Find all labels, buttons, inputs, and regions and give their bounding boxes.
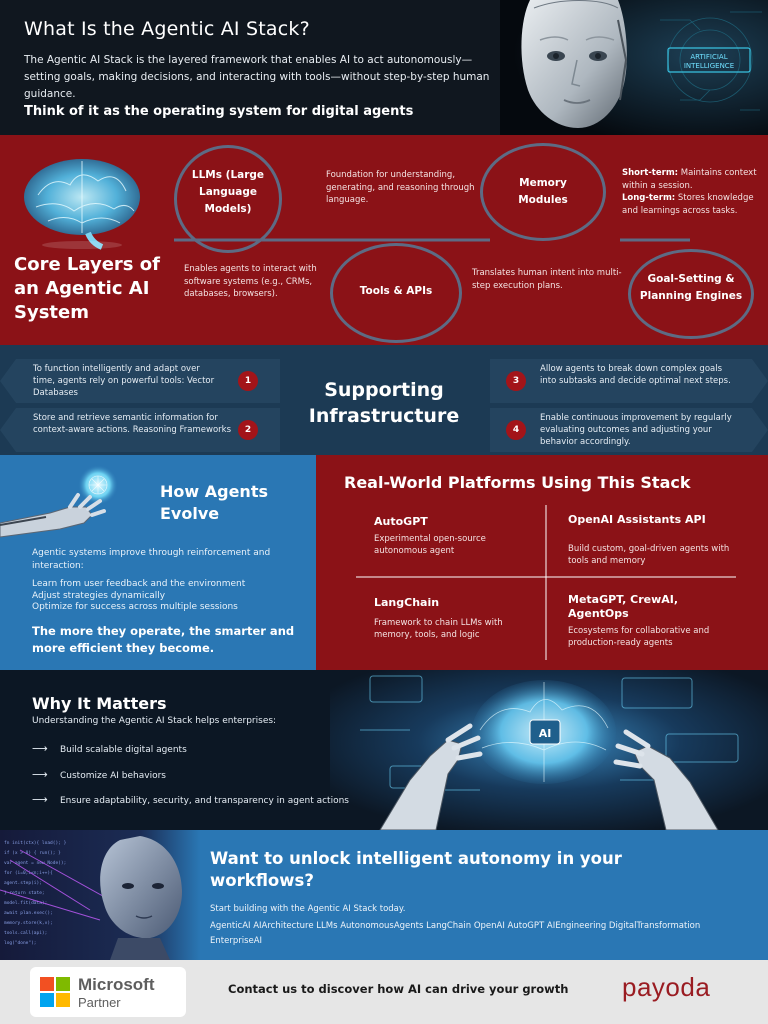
platform-openai-name: OpenAI Assistants API xyxy=(568,513,706,526)
cta-section: fn init(ctx){ load(); } if (x > 0) { run… xyxy=(0,830,768,960)
llm-description: Foundation for understanding, generating… xyxy=(326,170,475,205)
llm-circle xyxy=(174,145,282,253)
platform-openai-desc: Build custom, goal-driven agents with to… xyxy=(568,544,730,566)
platform-autogpt-desc: Experimental open-source autonomous agen… xyxy=(374,534,486,556)
intro-tagline: Think of it as the operating system for … xyxy=(24,104,414,119)
tools-description: Enables agents to interact with software… xyxy=(184,264,317,299)
core-layers-heading: Core Layers of an Agentic AI System xyxy=(14,254,160,323)
arrow-right-icon: ⟶ xyxy=(32,768,48,781)
brain-icon xyxy=(24,159,140,250)
ai-chip-label: AI xyxy=(539,727,552,740)
goal-label: Goal-Setting & Planning Engines xyxy=(639,273,743,302)
platform-grid-lines xyxy=(356,505,736,660)
evolve-title: How Agents Evolve xyxy=(160,482,268,523)
arrow-right-icon: ⟶ xyxy=(32,742,48,755)
svg-text:tools.call(api);: tools.call(api); xyxy=(4,930,47,936)
robot-hand-icon xyxy=(0,465,118,538)
payoda-logo[interactable]: payoda xyxy=(622,972,711,1002)
long-term-label: Long-term: xyxy=(622,193,676,203)
long-term-text: Stores knowledge and learnings across ta… xyxy=(622,193,754,216)
ai-label-line2: INTELLIGENCE xyxy=(684,62,734,70)
cta-title: Want to unlock intelligent autonomy in y… xyxy=(210,849,622,890)
platform-metagpt-desc: Ecosystems for collaborative and product… xyxy=(568,626,710,648)
why-item: ⟶ Ensure adaptability, security, and tran… xyxy=(32,793,349,807)
contact-cta-text[interactable]: Contact us to discover how AI can drive … xyxy=(228,982,569,996)
svg-text:if (x > 0) { run(); }: if (x > 0) { run(); } xyxy=(4,850,61,856)
infra-card-1: To function intelligently and adapt over… xyxy=(0,359,280,403)
short-term-label: Short-term: xyxy=(622,168,679,178)
infra-badge-3: 3 xyxy=(506,371,526,391)
goal-description: Translates human intent into multi-step … xyxy=(472,268,622,291)
core-layers-section: Core Layers of an Agentic AI System LLMs… xyxy=(0,135,768,345)
svg-text:model.fit(data);: model.fit(data); xyxy=(4,900,47,906)
intro-section: What Is the Agentic AI Stack? The Agenti… xyxy=(0,0,768,135)
evolve-panel: How Agents Evolve Agentic systems improv… xyxy=(0,455,316,670)
svg-text:for (i=0;i<n;i++){: for (i=0;i<n;i++){ xyxy=(4,870,53,876)
infrastructure-title: Supporting Infrastructure xyxy=(308,379,460,427)
ai-label-line1: ARTIFICIAL xyxy=(690,53,727,61)
why-item-label: Build scalable digital agents xyxy=(60,745,187,755)
platform-autogpt-name: AutoGPT xyxy=(374,515,428,528)
infra-card-3: 3 Allow agents to break down complex goa… xyxy=(490,359,768,403)
infra-text-3: Allow agents to break down complex goals… xyxy=(540,364,731,386)
infra-text-1: To function intelligently and adapt over… xyxy=(33,364,215,398)
short-term-text: Maintains context within a session. xyxy=(622,168,757,191)
infra-badge-1: 1 xyxy=(238,371,258,391)
intro-title: What Is the Agentic AI Stack? xyxy=(24,18,310,40)
memory-description: Short-term: Maintains context within a s… xyxy=(622,167,762,217)
robot-hands-ai-image: AI xyxy=(330,670,768,830)
cta-subtitle: Start building with the Agentic AI Stack… xyxy=(210,904,406,914)
evolve-list: Learn from user feedback and the environ… xyxy=(32,579,302,614)
platforms-panel: Real-World Platforms Using This Stack Au… xyxy=(316,455,768,670)
evolve-intro: Agentic systems improve through reinforc… xyxy=(32,548,271,571)
why-title: Why It Matters xyxy=(32,694,167,713)
partner-name: Microsoft xyxy=(78,975,155,994)
footer: Microsoft Partner Contact us to discover… xyxy=(0,960,768,1024)
evolve-highlight: The more they operate, the smarter and m… xyxy=(32,624,295,655)
platform-langchain-name: LangChain xyxy=(374,596,440,609)
svg-text:log("done");: log("done"); xyxy=(4,940,37,946)
why-item: ⟶ Customize AI behaviors xyxy=(32,768,166,782)
platform-metagpt-name: MetaGPT, CrewAI, AgentOps xyxy=(568,593,679,620)
svg-text:await plan.exec();: await plan.exec(); xyxy=(4,910,53,916)
infra-card-4: 4 Enable continuous improvement by regul… xyxy=(490,408,768,452)
svg-text:memory.store(k,v);: memory.store(k,v); xyxy=(4,920,53,926)
infra-text-2: Store and retrieve semantic information … xyxy=(33,413,232,435)
evolve-item: Adjust strategies dynamically xyxy=(32,590,166,601)
infra-badge-4: 4 xyxy=(506,420,526,440)
svg-text:agent.step(i);: agent.step(i); xyxy=(4,880,42,886)
tools-circle xyxy=(330,243,462,343)
memory-circle xyxy=(480,143,606,241)
why-matters-section: AI Why It Matters Understanding the Agen… xyxy=(0,670,768,830)
cta-hashtags: AgenticAI AIArchitecture LLMs Autonomous… xyxy=(210,921,701,946)
robot-face-image: ARTIFICIAL INTELLIGENCE xyxy=(500,0,768,135)
intro-description: The Agentic AI Stack is the layered fram… xyxy=(24,54,490,100)
evolve-item: Optimize for success across multiple ses… xyxy=(32,602,238,612)
svg-text:fn init(ctx){ load(); }: fn init(ctx){ load(); } xyxy=(4,840,67,846)
why-item: ⟶ Build scalable digital agents xyxy=(32,742,187,756)
evolve-platforms-section: How Agents Evolve Agentic systems improv… xyxy=(0,455,768,670)
microsoft-logo-icon xyxy=(40,977,70,1007)
robot-code-image: fn init(ctx){ load(); } if (x > 0) { run… xyxy=(0,830,200,960)
svg-text:var agent = new Node();: var agent = new Node(); xyxy=(4,860,66,866)
llm-label: LLMs (Large Language Models) xyxy=(191,169,265,215)
platform-langchain-desc: Framework to chain LLMs with memory, too… xyxy=(374,618,503,640)
arrow-right-icon: ⟶ xyxy=(32,793,48,806)
evolve-item: Learn from user feedback and the environ… xyxy=(32,579,246,589)
why-item-label: Customize AI behaviors xyxy=(60,771,166,781)
platforms-title: Real-World Platforms Using This Stack xyxy=(344,473,691,492)
tools-label: Tools & APIs xyxy=(359,285,433,297)
infra-badge-2: 2 xyxy=(238,420,258,440)
svg-text:} return state;: } return state; xyxy=(4,890,45,896)
partner-subtitle: Partner xyxy=(78,995,121,1010)
memory-label: Memory Modules xyxy=(518,177,568,206)
microsoft-partner-badge: Microsoft Partner xyxy=(30,967,186,1017)
infra-card-2: Store and retrieve semantic information … xyxy=(0,408,280,452)
why-item-label: Ensure adaptability, security, and trans… xyxy=(60,796,349,806)
infra-text-4: Enable continuous improvement by regular… xyxy=(540,413,732,447)
why-subtitle: Understanding the Agentic AI Stack helps… xyxy=(32,716,277,726)
goal-circle xyxy=(628,249,754,339)
infrastructure-section: To function intelligently and adapt over… xyxy=(0,345,768,455)
